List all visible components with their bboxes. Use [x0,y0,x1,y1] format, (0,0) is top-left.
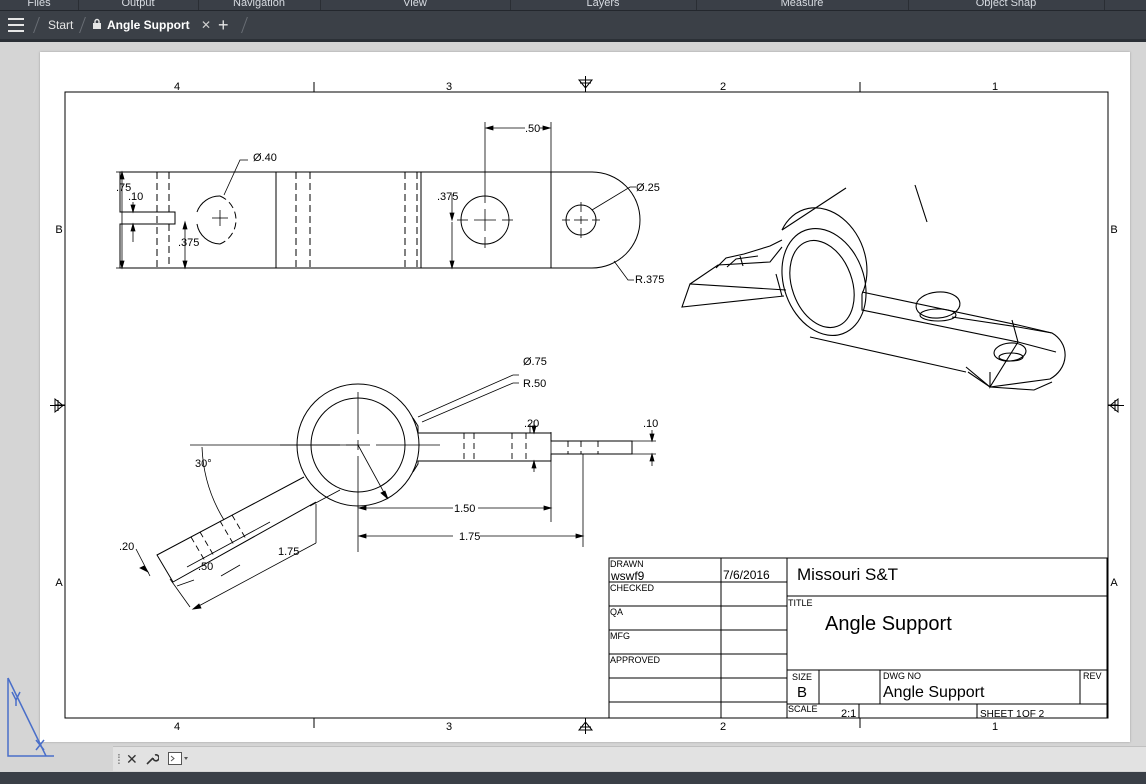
top-view[interactable]: Ø.40 .75 .10 .375 .375 .50 Ø.25 R.375 [116,122,664,286]
ribbon-group-label: Files [27,0,51,9]
tab-label: Angle Support [107,18,190,32]
tab-label: Start [48,18,74,32]
ribbon-group-layers[interactable]: Layers [510,0,697,10]
tab-separator [241,17,248,33]
dim-20-arm: .20 [119,541,134,553]
dim-375-left: .375 [178,237,199,249]
checked-label: CHECKED [610,583,655,593]
zone-label-top-4: 4 [174,81,180,93]
size-label: SIZE [792,672,812,682]
sheet-label: SHEET 1 [980,709,1022,720]
ribbon-group-object-snap[interactable]: Object Snap [908,0,1105,10]
front-view[interactable]: Ø.75 R.50 .20 .10 30° 1.50 1.75 .20 .50 … [119,356,658,610]
dim-50: .50 [525,123,540,135]
zone-label-bottom-2: 2 [720,721,726,733]
layout-tab-bar [0,772,1146,784]
ribbon-group-label: Layers [586,0,620,9]
dim-175-arm: 1.75 [278,546,299,558]
dim-dia-75: Ø.75 [523,356,547,368]
tab-angle-support[interactable]: Angle Support ✕ [92,11,211,39]
dim-r50: R.50 [523,378,546,390]
drawn-label: DRAWN [610,559,644,569]
title-block: DRAWN wswf9 7/6/2016 CHECKED QA MFG APPR… [608,557,1108,720]
tab-separator [33,17,40,33]
size-value: B [797,684,807,701]
zone-label-right-a: A [1110,577,1118,589]
command-line-bar[interactable]: ⁞ ✕ [113,746,1146,771]
dim-dia-25: Ø.25 [636,182,660,194]
wrench-icon[interactable] [145,752,159,766]
drawn-by-value: wswf9 [610,569,645,583]
dim-r375: R.375 [635,274,664,286]
scale-value: 2:1 [841,708,856,720]
scale-label: SCALE [788,704,818,714]
grip-icon[interactable]: ⁞ [117,751,121,767]
command-prompt-icon[interactable] [168,752,190,766]
drawn-date-value: 7/6/2016 [723,568,770,582]
dim-angle-30: 30° [195,458,212,470]
zone-label-top-2: 2 [720,81,726,93]
centering-arrows [50,76,1124,734]
drawing-title: Angle Support [825,613,952,635]
sheet-of-label: OF 2 [1022,709,1045,720]
rev-label: REV [1083,671,1102,681]
dim-dia-40: Ø.40 [253,152,277,164]
lock-icon [93,18,101,29]
ucs-icon [7,677,54,757]
zone-label-left-a: A [55,577,63,589]
zone-label-left-b: B [55,224,62,236]
document-tab-bar: Start Angle Support ✕ + [0,11,1146,42]
dim-175-horizontal: 1.75 [459,531,480,543]
hamburger-icon[interactable] [8,18,24,32]
zone-label-bottom-1: 1 [992,721,998,733]
mfg-label: MFG [610,631,630,641]
zone-label-bottom-3: 3 [446,721,452,733]
dim-10: .10 [128,191,143,203]
dim-20-shaft: .20 [524,418,539,430]
plus-icon[interactable]: + [218,15,229,35]
ribbon-group-view[interactable]: View [320,0,511,10]
ribbon-panel-bar: Files Output Navigation View Layers Meas… [0,0,1146,11]
zone-label-top-3: 3 [446,81,452,93]
tab-start[interactable]: Start [48,11,73,39]
zone-ticks [55,82,1118,728]
title-label: TITLE [788,598,813,608]
dim-50-arm: .50 [198,561,213,573]
tab-separator [79,17,86,33]
zone-label-right-b: B [1110,224,1117,236]
dim-75: .75 [116,182,131,194]
ribbon-group-measure[interactable]: Measure [696,0,909,10]
ribbon-group-label: View [403,0,427,9]
approved-label: APPROVED [610,655,661,665]
layout-paper-sheet[interactable]: 4 3 2 1 4 3 2 1 B A B A [40,52,1130,742]
dim-375-mid: .375 [437,191,458,203]
drawing-canvas[interactable]: 4 3 2 1 4 3 2 1 B A B A [40,52,1130,742]
ribbon-group-label: Object Snap [975,0,1037,9]
dim-10-tip: .10 [643,418,658,430]
zone-label-bottom-4: 4 [174,721,180,733]
close-icon[interactable]: ✕ [201,18,212,32]
close-icon[interactable]: ✕ [126,751,138,767]
ribbon-group-label: Navigation [233,0,285,9]
ribbon-group-files[interactable]: Files [0,0,79,10]
dim-150: 1.50 [454,503,475,515]
company-name: Missouri S&T [797,565,898,584]
dwg-no-value: Angle Support [883,684,985,701]
ribbon-group-navigation[interactable]: Navigation [198,0,321,10]
isometric-view[interactable] [681,184,1066,391]
qa-label: QA [610,607,623,617]
zone-label-top-1: 1 [992,81,998,93]
ribbon-group-output[interactable]: Output [78,0,199,10]
dwg-no-label: DWG NO [883,671,921,681]
ribbon-group-label: Measure [780,0,824,9]
ribbon-group-label: Output [121,0,155,9]
